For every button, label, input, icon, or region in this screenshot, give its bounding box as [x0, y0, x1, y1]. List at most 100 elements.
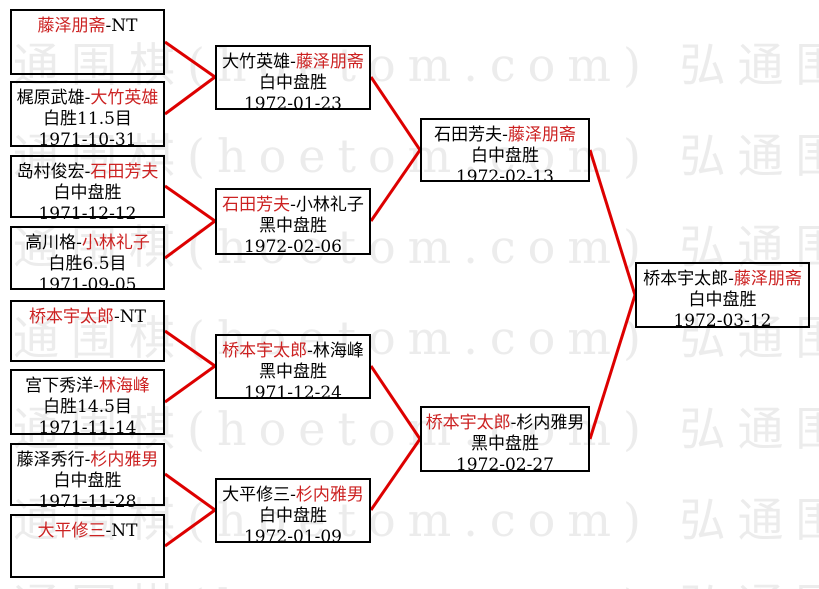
player-name: 藤泽朋斋: [295, 52, 364, 72]
player-name: 杉内雅男: [295, 485, 364, 505]
match-players: 大平修三-杉内雅男: [217, 485, 369, 506]
connector-line: [164, 472, 216, 512]
match-result: 白中盘胜: [259, 506, 327, 526]
match-box-r3-2: 桥本宇太郎-杉内雅男 黑中盘胜 1972-02-27: [420, 406, 590, 475]
player-name: 桥本宇太郎: [643, 269, 729, 289]
match-players: 大平修三-NT: [12, 521, 163, 542]
match-box-final: 桥本宇太郎-藤泽朋斋 白中盘胜 1972-03-12: [635, 262, 810, 331]
match-date: 1971-09-05: [38, 275, 137, 295]
connector-line: [164, 329, 216, 368]
player-separator: -: [93, 376, 99, 396]
match-date: [12, 58, 163, 79]
match-date: 1971-11-28: [38, 492, 137, 512]
match-date: 1972-02-06: [243, 237, 342, 257]
match-players: 藤泽朋斋-NT: [12, 16, 163, 37]
player-name: 高川格: [25, 233, 77, 253]
match-result: 黑中盘胜: [471, 434, 539, 454]
match-result: 白中盘胜: [688, 290, 757, 310]
player-name: 杉内雅男: [516, 413, 585, 433]
player-name: 藤泽朋斋: [37, 16, 106, 36]
player-separator: -: [84, 88, 91, 108]
match-players: 宫下秀洋-林海峰: [12, 376, 163, 397]
match-box-r2-1: 大竹英雄-藤泽朋斋 白中盘胜 1972-01-23: [215, 45, 371, 114]
match-box-r2-3: 桥本宇太郎-林海峰 黑中盘胜 1971-12-24: [215, 334, 371, 403]
match-result: 白胜14.5目: [43, 397, 132, 417]
match-players: 大竹英雄-藤泽朋斋: [217, 52, 369, 73]
player-separator: -: [114, 307, 120, 327]
match-result: 白中盘胜: [259, 73, 327, 93]
connector-line: [588, 294, 637, 440]
player-separator: -: [105, 16, 112, 36]
connector-line: [369, 149, 422, 222]
match-date: 1971-11-14: [38, 418, 137, 438]
player-name: 桥本宇太郎: [425, 413, 511, 433]
player-name: 桥本宇太郎: [29, 307, 115, 327]
player-separator: -: [76, 233, 82, 253]
player-name: 宫下秀洋: [25, 376, 94, 396]
player-separator: -: [510, 413, 517, 433]
player-separator: -: [290, 52, 296, 72]
player-separator: -: [728, 269, 734, 289]
match-players: 石田芳夫-藤泽朋斋: [422, 125, 588, 146]
match-date: 1971-10-31: [38, 130, 137, 150]
player-separator: -: [84, 162, 91, 182]
match-date: 1972-01-09: [243, 527, 342, 547]
match-players: 岛村俊宏-石田芳夫: [12, 162, 163, 183]
match-players: 桥本宇太郎-林海峰: [217, 341, 369, 362]
match-box-r3-1: 石田芳夫-藤泽朋斋 白中盘胜 1972-02-13: [420, 118, 590, 187]
player-name: 林海峰: [312, 341, 364, 361]
player-name: 小林礼子: [295, 195, 364, 215]
player-separator: -: [84, 450, 91, 470]
player-separator: -: [290, 485, 296, 505]
connector-line: [164, 508, 216, 548]
match-players: 高川格-小林礼子: [12, 233, 163, 254]
player-separator: -: [307, 341, 313, 361]
match-box-r1-7: 藤泽秀行-杉内雅男 白中盘胜 1971-11-28: [10, 443, 165, 512]
match-result: 白胜6.5目: [48, 254, 127, 274]
match-box-r2-2: 石田芳夫-小林礼子 黑中盘胜 1972-02-06: [215, 188, 371, 257]
connector-line: [369, 438, 422, 511]
player-separator: -: [502, 125, 508, 145]
match-result: [12, 37, 163, 58]
match-box-r1-4: 高川格-小林礼子 白胜6.5目 1971-09-05: [10, 226, 165, 295]
connector-line: [164, 364, 216, 404]
match-box-r1-6: 宫下秀洋-林海峰 白胜14.5目 1971-11-14: [10, 369, 165, 438]
match-date: 1972-03-12: [673, 311, 772, 331]
player-name: 石田芳夫: [222, 195, 291, 215]
match-result: 白胜11.5目: [43, 109, 132, 129]
player-name: 大竹英雄: [222, 52, 291, 72]
player-name: 石田芳夫: [434, 125, 503, 145]
player-name: 大平修三: [37, 521, 106, 541]
player-name: NT: [111, 16, 138, 36]
connector-line: [588, 149, 637, 296]
match-result: 白中盘胜: [471, 146, 539, 166]
match-players: 桥本宇太郎-NT: [12, 307, 163, 328]
match-players: 石田芳夫-小林礼子: [217, 195, 369, 216]
player-name: 林海峰: [98, 376, 150, 396]
connector-line: [164, 40, 216, 79]
match-box-r1-3: 岛村俊宏-石田芳夫 白中盘胜 1971-12-12: [10, 155, 165, 224]
player-name: NT: [119, 307, 146, 327]
match-date: 1971-12-24: [243, 383, 342, 403]
connector-line: [164, 219, 216, 260]
match-date: 1972-01-23: [243, 94, 342, 114]
connector-line: [164, 184, 216, 223]
match-result: [12, 542, 163, 563]
match-box-r1-1: 藤泽朋斋-NT: [10, 9, 165, 75]
player-name: NT: [111, 521, 138, 541]
player-name: 石田芳夫: [90, 162, 159, 182]
match-players: 藤泽秀行-杉内雅男: [12, 450, 163, 471]
connector-line: [369, 76, 422, 151]
match-result: 白中盘胜: [53, 183, 122, 203]
match-date: 1971-12-12: [38, 204, 137, 224]
match-result: 黑中盘胜: [259, 216, 327, 236]
player-separator: -: [105, 521, 112, 541]
player-name: 梶原武雄: [16, 88, 85, 108]
match-date: 1972-02-13: [455, 167, 554, 187]
player-name: 岛村俊宏: [16, 162, 85, 182]
match-players: 梶原武雄-大竹英雄: [12, 88, 163, 109]
match-date: [12, 563, 163, 584]
connector-line: [164, 75, 216, 116]
